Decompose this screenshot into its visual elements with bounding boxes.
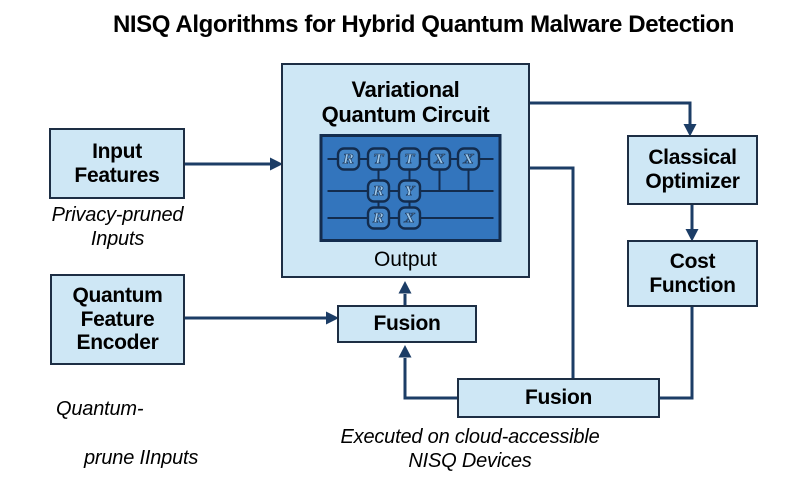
line-cost-function-to-fusion-large — [660, 307, 694, 400]
gate-x-letter: X — [462, 153, 474, 168]
input-features-box: Input Features — [49, 128, 185, 199]
gate-t-box — [366, 147, 391, 171]
gate-y-letter: Y — [405, 185, 416, 200]
diagram-title: NISQ Algorithms for Hybrid Quantum Malwa… — [112, 11, 735, 38]
classical-optimizer-label: Classical Optimizer — [645, 146, 740, 193]
gate-x-letter: X — [403, 212, 415, 227]
variational-quantum-circuit-label: Variational Quantum Circuit — [321, 77, 490, 127]
quantum-prune-caption-line1: Quantum- — [56, 398, 144, 421]
fusion-large-box: Fusion — [457, 378, 660, 418]
gate-t-box — [397, 147, 422, 171]
executed-on-nisq-caption: Executed on cloud-accessible NISQ Device… — [340, 426, 600, 473]
gate-x-box — [427, 147, 452, 171]
gate-x-box — [456, 147, 481, 171]
gate-r-box — [336, 147, 361, 171]
line-vqc-to-fusion-large — [530, 166, 575, 379]
gate-x-box — [397, 206, 422, 230]
gate-x-letter: X — [433, 153, 445, 168]
quantum-prune-caption-line2: prune IInputs — [84, 447, 199, 470]
arrowhead-into-fusion-small-bottom — [398, 345, 412, 358]
gate-t-letter: T — [405, 153, 416, 168]
arrow-vqc-to-classical-optimizer — [530, 101, 692, 125]
quantum-feature-encoder-label: Quantum Feature Encoder — [72, 283, 163, 355]
gate-r-box — [366, 179, 391, 203]
cost-function-label: Cost Function — [649, 249, 736, 297]
fusion-small-label: Fusion — [373, 312, 441, 336]
gate-r-letter: R — [372, 185, 384, 200]
classical-optimizer-box: Classical Optimizer — [627, 135, 758, 205]
quantum-circuit-diagram: R T T X X R Y R X — [319, 134, 502, 242]
variational-quantum-circuit-box: Variational Quantum Circuit R T T X X R Y R X Ou… — [281, 63, 530, 278]
gate-t-letter: T — [374, 153, 385, 168]
arrow-fusion-large-to-fusion-small — [403, 358, 458, 400]
gate-r-letter: R — [372, 212, 384, 227]
quantum-prune-caption: Quantum- prune IInputs — [56, 373, 236, 491]
quantum-feature-encoder-box: Quantum Feature Encoder — [50, 274, 185, 365]
fusion-small-box: Fusion — [337, 305, 477, 343]
gate-r-box — [366, 206, 391, 230]
gate-y-box — [397, 179, 422, 203]
gate-r-letter: R — [342, 153, 354, 168]
privacy-pruned-caption: Privacy-pruned Inputs — [51, 204, 184, 251]
fusion-large-label: Fusion — [524, 386, 593, 410]
arrowhead-into-vqc-bottom — [398, 281, 412, 294]
input-features-label: Input Features — [74, 139, 160, 187]
vqc-output-label: Output — [373, 248, 438, 271]
cost-function-box: Cost Function — [627, 240, 758, 307]
